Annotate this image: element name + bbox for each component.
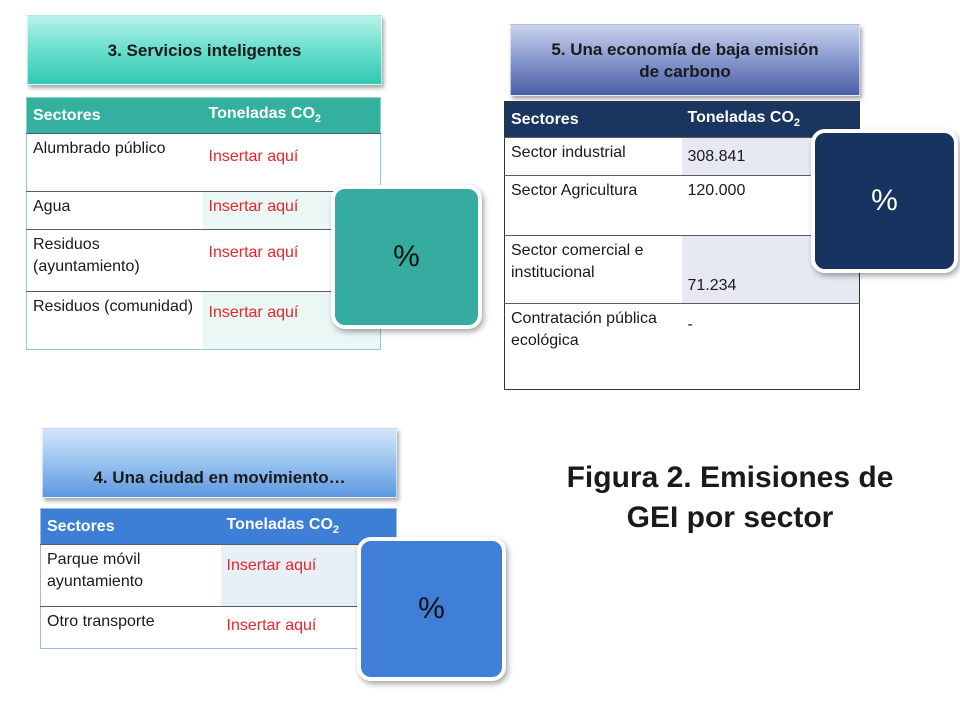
servicios-col-ton: Toneladas CO2 bbox=[202, 97, 381, 134]
economia-col-sector: Sectores bbox=[504, 101, 682, 138]
servicios-percent-label: % bbox=[393, 240, 420, 273]
servicios-percent-box[interactable]: % bbox=[331, 185, 482, 329]
economia-title-line2: de carbono bbox=[639, 62, 731, 81]
servicios-sector-cell: Alumbrado público bbox=[26, 133, 203, 192]
movimiento-col-ton: Toneladas CO2 bbox=[220, 508, 397, 545]
movimiento-banner: 4. Una ciudad en movimiento… bbox=[42, 428, 397, 498]
servicios-sector-cell: Residuos (comunidad) bbox=[26, 291, 203, 350]
economia-banner: 5. Una economía de baja emisión de carbo… bbox=[510, 24, 860, 96]
economia-table: Sectores Toneladas CO2 Sector industrial… bbox=[504, 101, 860, 390]
figure-title-line1: Figura 2. Emisiones de bbox=[566, 461, 894, 494]
figure-title: Figura 2. Emisiones de GEI por sector bbox=[540, 458, 920, 538]
servicios-banner: 3. Servicios inteligentes bbox=[27, 15, 382, 85]
economia-percent-label: % bbox=[871, 184, 898, 217]
movimiento-title: 4. Una ciudad en movimiento… bbox=[93, 468, 346, 487]
movimiento-percent-label: % bbox=[418, 592, 445, 625]
figure-title-line2: GEI por sector bbox=[626, 501, 834, 534]
economia-sector-cell: Contratación pública ecológica bbox=[504, 303, 682, 390]
servicios-title: 3. Servicios inteligentes bbox=[107, 41, 302, 60]
economia-value-cell: - bbox=[681, 303, 860, 390]
movimiento-col-sector: Sectores bbox=[40, 508, 221, 545]
movimiento-percent-box[interactable]: % bbox=[357, 537, 506, 681]
movimiento-sector-cell: Otro transporte bbox=[40, 606, 221, 649]
economia-sector-cell: Sector comercial e institucional bbox=[504, 235, 682, 304]
movimiento-table: Sectores Toneladas CO2 Parque móvil ayun… bbox=[40, 508, 397, 649]
movimiento-sector-cell: Parque móvil ayuntamiento bbox=[40, 544, 221, 607]
servicios-col-sector: Sectores bbox=[26, 97, 203, 134]
servicios-table: Sectores Toneladas CO2 Alumbrado público… bbox=[26, 97, 381, 350]
economia-percent-box[interactable]: % bbox=[811, 129, 958, 273]
servicios-value-cell[interactable]: Insertar aquí bbox=[202, 133, 381, 192]
economia-title-line1: 5. Una economía de baja emisión bbox=[551, 40, 819, 59]
economia-sector-cell: Sector industrial bbox=[504, 137, 682, 176]
servicios-sector-cell: Residuos (ayuntamiento) bbox=[26, 229, 203, 292]
economia-sector-cell: Sector Agricultura bbox=[504, 175, 682, 236]
servicios-sector-cell: Agua bbox=[26, 191, 203, 230]
